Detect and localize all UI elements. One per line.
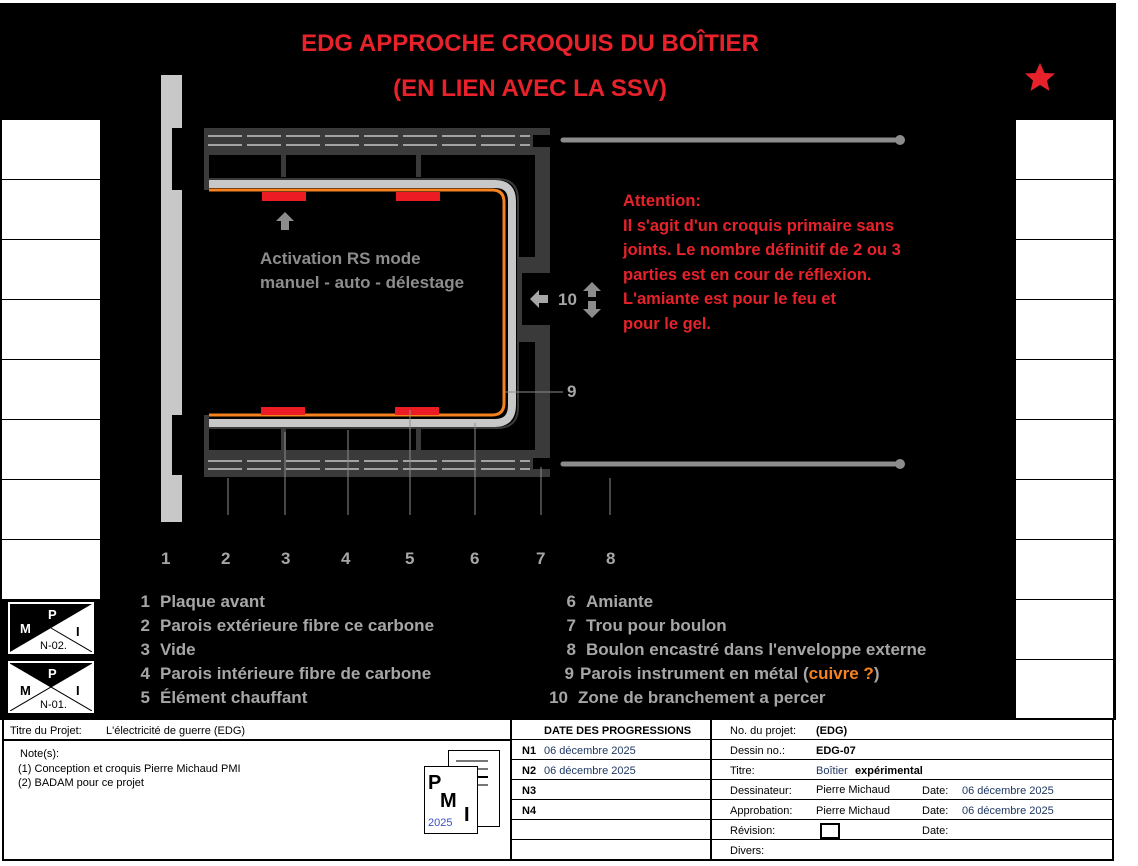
heating-elements bbox=[261, 192, 440, 415]
outer-wall bbox=[204, 128, 550, 477]
callout-6: 6 bbox=[470, 549, 480, 568]
side-cell-left bbox=[2, 540, 100, 600]
side-cell-right bbox=[1016, 240, 1113, 300]
arrow-updown-icon bbox=[583, 282, 601, 297]
side-cell-left bbox=[2, 420, 100, 480]
side-cell-left bbox=[2, 240, 100, 300]
callout-3: 3 bbox=[281, 549, 291, 568]
side-cell-right bbox=[1016, 540, 1113, 600]
revision-logo-n02: P M I N-02. bbox=[8, 602, 94, 654]
side-cell-left bbox=[2, 480, 100, 540]
drawing-area bbox=[0, 3, 1116, 720]
side-cell-right bbox=[1016, 660, 1113, 720]
side-cell-left bbox=[2, 300, 100, 360]
star-icon bbox=[1025, 63, 1055, 91]
side-cell-right bbox=[1016, 480, 1113, 540]
callout-4: 4 bbox=[341, 549, 351, 568]
drawing-info-table: No. du projet:(EDG) Dessin no.:EDG-07 Ti… bbox=[710, 718, 1114, 861]
side-cell-left bbox=[2, 180, 100, 240]
callout-1: 1 bbox=[161, 549, 171, 568]
pmi-logo: P M I 2025 bbox=[422, 750, 502, 835]
callout-7: 7 bbox=[536, 549, 546, 568]
callout-8: 8 bbox=[606, 549, 616, 568]
bolt-hole-top bbox=[533, 135, 550, 147]
bolts bbox=[560, 137, 901, 467]
inner-wall-asbestos bbox=[209, 180, 516, 427]
revision-logo-n01: P M I N-01. bbox=[8, 661, 94, 713]
callout-9: 9 bbox=[567, 382, 577, 401]
title-line-1: EDG APPROCHE CROQUIS DU BOÎTIER bbox=[301, 30, 759, 57]
callout-5: 5 bbox=[405, 549, 415, 568]
attention-note: Attention: Il s'agit d'un croquis primai… bbox=[623, 192, 901, 333]
side-cell-right bbox=[1016, 420, 1113, 480]
side-cell-right bbox=[1016, 120, 1113, 180]
revision-checkbox[interactable] bbox=[820, 823, 840, 839]
callout-10: 10 bbox=[558, 290, 577, 309]
arrow-left-icon bbox=[530, 290, 548, 308]
callout-2: 2 bbox=[221, 549, 231, 568]
side-cell-right bbox=[1016, 600, 1113, 660]
side-cell-right bbox=[1016, 300, 1113, 360]
title-line-2: (EN LIEN AVEC LA SSV) bbox=[393, 75, 667, 102]
project-block: Titre du Projet: L'électricité de guerre… bbox=[2, 718, 512, 861]
side-cell-left bbox=[2, 120, 100, 180]
side-cell-right bbox=[1016, 180, 1113, 240]
bolt-hole-bottom bbox=[533, 458, 550, 469]
side-cell-right bbox=[1016, 360, 1113, 420]
side-cell-left bbox=[2, 360, 100, 420]
arrow-up-icon bbox=[276, 212, 294, 230]
metal-instrument-wall bbox=[209, 188, 506, 417]
leader-lines bbox=[227, 391, 611, 515]
